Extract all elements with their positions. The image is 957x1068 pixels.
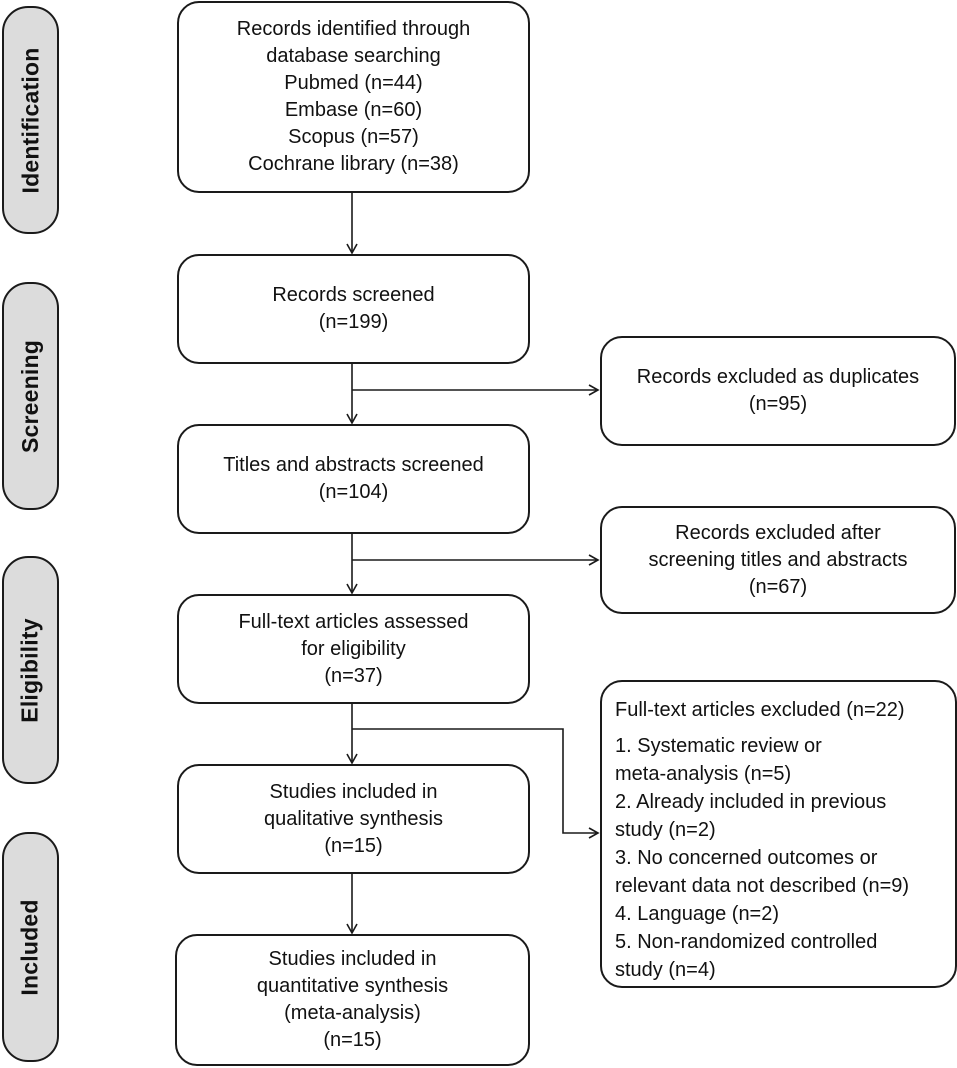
identified-line-6: Cochrane library (n=38): [248, 153, 459, 175]
excluded-titles-line-2: screening titles and abstracts: [648, 548, 908, 571]
quantitative-synthesis-box: Studies included in quantitative synthes…: [175, 934, 530, 1066]
fulltext-assessed-box: Full-text articles assessed for eligibil…: [177, 594, 530, 704]
fulltext-excluded-line-1: 1. Systematic review or: [615, 735, 822, 757]
stage-included: Included: [2, 832, 59, 1062]
titles-excluded-box: Records excluded after screening titles …: [600, 506, 956, 614]
duplicates-line-2: (n=95): [748, 393, 808, 415]
quantitative-line-3: (meta-analysis): [284, 1002, 421, 1024]
duplicates-excluded-box: Records excluded as duplicates (n=95): [600, 336, 956, 446]
identified-line-2: database searching: [266, 45, 441, 67]
fulltext-excluded-line-9: study (n=4): [615, 959, 716, 981]
records-identified-box: Records identified through database sear…: [177, 1, 530, 193]
qualitative-synthesis-box: Studies included in qualitative synthesi…: [177, 764, 530, 874]
titles-line-1: Titles and abstracts screened: [223, 454, 484, 476]
fulltext-excluded-line-7: 4. Language (n=2): [615, 903, 780, 925]
titles-abstracts-box: Titles and abstracts screened (n=104): [177, 424, 530, 534]
qualitative-line-3: (n=15): [324, 834, 383, 857]
identified-line-3: Pubmed (n=44): [284, 72, 423, 94]
fulltext-excluded-box: Full-text articles excluded (n=22) 1. Sy…: [600, 680, 957, 988]
stage-eligibility: Eligibility: [2, 556, 59, 784]
fulltext-excluded-line-3: 2. Already included in previous: [615, 791, 887, 813]
quantitative-line-4: (n=15): [323, 1029, 382, 1051]
fulltext-line-2: for eligibility: [301, 637, 406, 660]
identified-line-5: Scopus (n=57): [288, 126, 419, 148]
stage-identification: Identification: [2, 6, 59, 234]
excluded-titles-line-3: (n=67): [748, 575, 808, 598]
identified-line-4: Embase (n=60): [284, 99, 423, 121]
titles-line-2: (n=104): [318, 481, 389, 503]
fulltext-excluded-line-6: relevant data not described (n=9): [615, 875, 910, 897]
fulltext-excluded-line-2: meta-analysis (n=5): [615, 763, 792, 785]
fulltext-excluded-heading: Full-text articles excluded (n=22): [615, 699, 905, 721]
quantitative-line-2: quantitative synthesis: [256, 975, 449, 997]
duplicates-line-1: Records excluded as duplicates: [636, 366, 920, 388]
qualitative-line-1: Studies included in: [269, 780, 438, 803]
identified-line-1: Records identified through: [236, 18, 471, 40]
fulltext-line-1: Full-text articles assessed: [238, 610, 469, 633]
screened-line-1: Records screened: [272, 284, 435, 306]
qualitative-line-2: qualitative synthesis: [264, 807, 443, 830]
fulltext-excluded-line-8: 5. Non-randomized controlled: [615, 931, 878, 953]
records-screened-box: Records screened (n=199): [177, 254, 530, 364]
fulltext-excluded-line-4: study (n=2): [615, 819, 716, 841]
screened-line-2: (n=199): [318, 311, 389, 333]
arrow-to-excluded-fulltext: [352, 728, 600, 839]
fulltext-excluded-line-5: 3. No concerned outcomes or: [615, 847, 878, 869]
quantitative-line-1: Studies included in: [268, 948, 437, 970]
fulltext-line-3: (n=37): [324, 664, 383, 687]
stage-screening: Screening: [2, 282, 59, 510]
excluded-titles-line-1: Records excluded after: [675, 521, 881, 544]
